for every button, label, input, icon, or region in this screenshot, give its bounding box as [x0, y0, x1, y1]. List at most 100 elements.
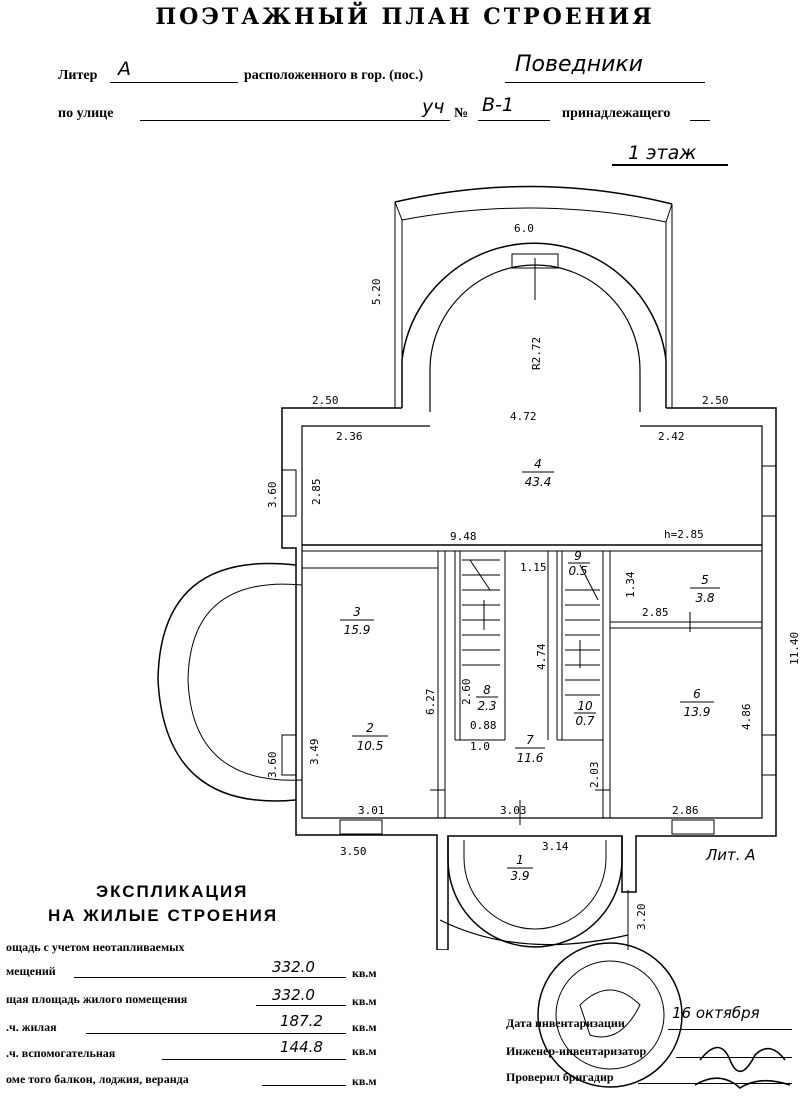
- room-number: 7: [526, 733, 534, 747]
- room-number: 6: [693, 687, 701, 701]
- window: [671, 819, 715, 835]
- row3-line: [86, 1033, 346, 1034]
- window: [281, 734, 297, 776]
- dim-height: h=2.85: [664, 528, 704, 541]
- apse-outer: [401, 242, 667, 408]
- explication-title-1: ЭКСПЛИКАЦИЯ: [96, 882, 249, 901]
- dim-right-2-50: 2.50: [702, 394, 729, 407]
- room-number: 9: [574, 549, 582, 563]
- row1-unit: кв.м: [352, 966, 377, 980]
- dim-3-14: 3.14: [542, 840, 569, 853]
- settlement-line: [505, 82, 705, 83]
- checked-line: [638, 1083, 792, 1084]
- dim-3-03: 3.03: [500, 804, 527, 817]
- dim-right-11-40: 11.40: [788, 632, 801, 665]
- room-area: 0.7: [575, 714, 594, 728]
- dim-left-3-60: 3.60: [266, 482, 279, 509]
- row4-value: 144.8: [280, 1038, 323, 1056]
- dim-9-48: 9.48: [450, 530, 477, 543]
- lit-label: Лит. А: [705, 846, 756, 864]
- row5-unit: кв.м: [352, 1074, 377, 1088]
- room-number: 2: [366, 721, 374, 735]
- row3-value: 187.2: [280, 1012, 323, 1030]
- room-number: 10: [577, 699, 593, 713]
- row1-value: 332.0: [272, 958, 315, 976]
- room-area: 15.9: [344, 623, 371, 637]
- dim-1-0: 1.0: [470, 740, 490, 753]
- dim-1-34: 1.34: [624, 571, 637, 598]
- entrance-outer: [447, 836, 623, 948]
- row1-label-a: ощадь с учетом неотапливаемых: [6, 940, 185, 954]
- row5-label: оме того балкон, лоджия, веранда: [6, 1072, 189, 1086]
- dim-2-85b: 2.85: [642, 606, 669, 619]
- floor-label: 1 этаж: [628, 142, 697, 164]
- room-area: 11.6: [517, 751, 544, 765]
- engineer-label: Инженер-инвентаризатор: [506, 1044, 647, 1058]
- bay-outer: [157, 562, 297, 802]
- dim-top-left: 5.20: [370, 279, 383, 306]
- dim-0-88: 0.88: [470, 719, 497, 732]
- street-value: уч: [422, 96, 445, 118]
- floor-plan: 6.0 5.20 R2.72 4.72 2.50 2.50 2.36 2.42 …: [157, 185, 801, 950]
- dim-3-49: 3.49: [308, 739, 321, 766]
- row3-unit: кв.м: [352, 1020, 377, 1034]
- dim-1-15: 1.15: [520, 561, 547, 574]
- room-area: 3.8: [695, 591, 714, 605]
- dim-3-20: 3.20: [635, 904, 648, 931]
- entrance-inner: [463, 840, 607, 930]
- porch-arc: [439, 919, 629, 946]
- dim-2-42: 2.42: [658, 430, 685, 443]
- row1-line: [74, 977, 346, 978]
- bay-inner: [187, 583, 303, 781]
- page-title: ПОЭТАЖНЫЙ ПЛАН СТРОЕНИЯ: [155, 4, 655, 30]
- inner-wall: [301, 425, 763, 819]
- explication-title-2: НА ЖИЛЫЕ СТРОЕНИЯ: [48, 906, 279, 925]
- top-outer-arc: [394, 185, 673, 205]
- window: [761, 465, 777, 517]
- dim-3-01: 3.01: [358, 804, 385, 817]
- dim-apse-width: 4.72: [510, 410, 537, 423]
- number-label: №: [454, 106, 469, 121]
- row4-label: .ч. вспомогательная: [6, 1046, 116, 1060]
- room-number: 8: [483, 683, 491, 697]
- row3-label: .ч. жилая: [6, 1020, 57, 1034]
- dim-radius: R2.72: [530, 337, 543, 370]
- row4-unit: кв.м: [352, 1044, 377, 1058]
- room-area: 10.5: [357, 739, 384, 753]
- dim-3-50: 3.50: [340, 845, 367, 858]
- liter-line: [110, 82, 238, 83]
- row5-line: [262, 1085, 346, 1086]
- number-value: В-1: [482, 94, 514, 116]
- room-number: 3: [353, 605, 361, 619]
- date-line: [668, 1029, 792, 1030]
- dim-2-36: 2.36: [336, 430, 363, 443]
- room-area: 2.3: [477, 699, 496, 713]
- dim-4-74: 4.74: [535, 643, 548, 670]
- owner-label: принадлежащего: [562, 106, 671, 121]
- dim-4-86: 4.86: [740, 704, 753, 731]
- floor-underline: [612, 164, 728, 166]
- row2-line: [256, 1005, 346, 1006]
- located-label: расположенного в гор. (пос.): [244, 68, 424, 83]
- signature: [694, 1046, 791, 1090]
- date-value: 16 октября: [672, 1004, 760, 1022]
- dim-2-60: 2.60: [460, 679, 473, 706]
- dim-6-27: 6.27: [424, 689, 437, 716]
- engineer-line: [676, 1057, 792, 1058]
- row2-value: 332.0: [272, 986, 315, 1004]
- room-number: 5: [701, 573, 709, 587]
- row1-label-b: мещений: [6, 964, 56, 978]
- window: [281, 469, 297, 517]
- room-number: 4: [534, 457, 542, 471]
- liter-value: А: [118, 58, 131, 80]
- top-inner-arc: [401, 207, 667, 223]
- dim-top-width: 6.0: [514, 222, 534, 235]
- room-area: 3.9: [510, 869, 529, 883]
- room-area: 13.9: [684, 705, 711, 719]
- row4-line: [162, 1059, 346, 1060]
- window: [761, 734, 777, 776]
- room-area: 0.5: [568, 564, 587, 578]
- stair-left: [462, 559, 500, 666]
- room-area: 43.4: [525, 475, 552, 489]
- row2-label: щая площадь жилого помещения: [6, 992, 188, 1006]
